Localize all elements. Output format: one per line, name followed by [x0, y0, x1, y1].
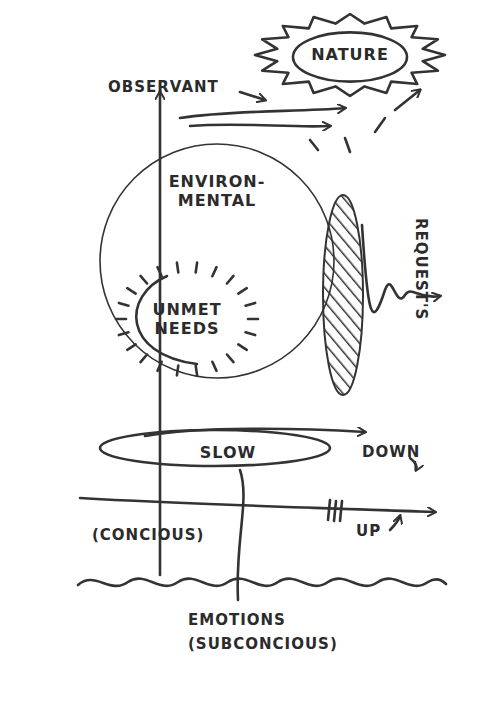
text-label: EMOTIONS (SUBCONCIOUS)	[188, 608, 338, 656]
text-label: OBSERVANT	[108, 78, 219, 96]
text-label: UP	[356, 522, 381, 540]
node-text: ENVIRON- MENTAL	[162, 172, 272, 210]
text-label: REQUEST'S	[412, 218, 430, 320]
needs-burst: UNMET NEEDS	[112, 260, 262, 378]
node-text: NATURE	[305, 45, 395, 64]
nature-burst: NATURE	[255, 14, 445, 96]
environment-circle: ENVIRON- MENTAL UNMET NEEDS	[98, 142, 336, 380]
text-label: (CONCIOUS)	[92, 526, 204, 544]
slow-loop: SLOW	[168, 436, 288, 470]
text-label: DOWN	[362, 443, 420, 461]
node-text: UNMET NEEDS	[137, 300, 237, 338]
node-text: SLOW	[178, 443, 278, 462]
